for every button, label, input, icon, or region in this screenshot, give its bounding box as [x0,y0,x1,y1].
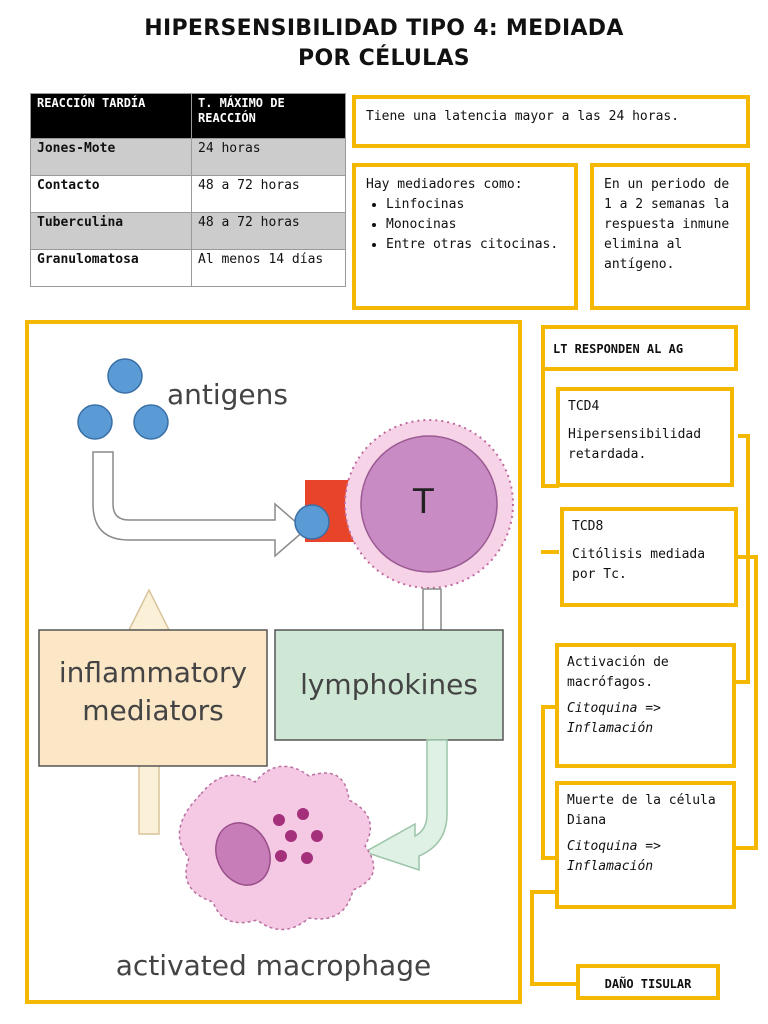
mediators-line: mediators [82,694,224,727]
t-cell-nucleus [360,435,498,573]
tcd4-box: TCD4 Hipersensibilidad retardada. [556,387,734,487]
flow-connector [754,555,758,850]
target-death-text: Muerte de la célula Diana [567,793,716,828]
list-item: Linfocinas [386,195,564,215]
reaction-table: REACCIÓN TARDÍA T. MÁXIMO DE REACCIÓN Jo… [30,93,346,287]
flow-connector [530,890,558,894]
inflammatory-line: inflammatory [58,656,248,689]
table-row: Granulomatosa Al menos 14 días [30,249,346,287]
macrophage-activation-box: Activación de macrófagos. Citoquina => I… [555,643,736,768]
type4-figure: antigens T inflammatory mediators lympho… [25,320,522,1004]
header-max-time: T. MÁXIMO DE REACCIÓN [191,93,346,139]
list-item: Monocinas [386,215,564,235]
latency-box: Tiene una latencia mayor a las 24 horas. [352,95,750,148]
flow-connector [541,705,555,709]
figure-drawing [38,358,514,931]
table-row: Jones-Mote 24 horas [30,138,346,176]
macrophage-activation-text: Activación de macrófagos. [567,655,669,690]
table-row: Contacto 48 a 72 horas [30,175,346,213]
flow-connector [738,555,758,559]
granule-dot [275,850,287,862]
flow-connector [541,368,545,488]
macrophage-icon [178,765,375,931]
flow-connector [736,680,750,684]
t-cell-label: T [413,482,434,522]
antigen-dot [77,404,113,440]
table-row: Tuberculina 48 a 72 horas [30,212,346,250]
flow-connector [530,890,534,986]
mediators-list: Linfocinas Monocinas Entre otras citocin… [366,195,564,255]
flow-connector [541,550,545,554]
antigen-dot [133,404,169,440]
lymphokines-box [274,629,504,741]
macrophage-cytokine-text: Citoquina => Inflamación [567,701,661,736]
granule-dot [273,814,285,826]
reaction-name: Granulomatosa [30,249,192,287]
flow-connector [541,856,555,860]
flow-connector [736,846,758,850]
target-death-cytokine-text: Citoquina => Inflamación [567,839,661,874]
antigens-label: antigens [167,378,288,411]
tcd4-title: TCD4 [568,399,600,414]
flow-connector [541,484,559,488]
tcd8-title: TCD8 [572,519,604,534]
granule-dot [285,830,297,842]
page-title: HIPERSENSIBILIDAD TIPO 4: MEDIADA POR CÉ… [0,14,768,74]
inflammatory-mediators-box [38,629,268,767]
granule-dot [297,808,309,820]
t-cell-connector [422,588,442,633]
flow-connector [530,982,578,986]
lymphokines-label: lymphokines [300,668,478,701]
reaction-time: 48 a 72 horas [191,212,346,250]
reaction-name: Jones-Mote [30,138,192,176]
macrophage-label: activated macrophage [115,949,432,982]
reaction-name: Tuberculina [30,212,192,250]
period-box: En un periodo de 1 a 2 semanas la respue… [590,163,750,310]
title-line-1: HIPERSENSIBILIDAD TIPO 4: MEDIADA [144,16,624,41]
macrophage-nucleus [215,822,271,886]
mediators-box: Hay mediadores como: Linfocinas Monocina… [352,163,578,310]
lt-respond-box: LT RESPONDEN AL AG [541,325,738,371]
down-arrow [363,739,448,872]
inflammatory-label: inflammatory mediators [39,654,267,730]
reaction-time: 24 horas [191,138,346,176]
header-reaction: REACCIÓN TARDÍA [30,93,192,139]
granule-dot [301,852,313,864]
latency-text: Tiene una latencia mayor a las 24 horas. [366,109,680,124]
target-death-box: Muerte de la célula Diana Citoquina => I… [555,781,736,909]
mediators-intro: Hay mediadores como: [366,177,523,192]
flow-connector [541,705,545,860]
antigen-arrow [92,451,307,558]
period-text: En un periodo de 1 a 2 semanas la respue… [604,177,730,272]
granule-dot [311,830,323,842]
bound-antigen-dot [294,504,330,540]
tcd8-box: TCD8 Citólisis mediada por Tc. [560,507,738,607]
tissue-damage-label: DAÑO TISULAR [604,977,692,991]
flow-connector [541,550,559,554]
reaction-time: 48 a 72 horas [191,175,346,213]
flow-connector [746,434,750,684]
tcd4-text: Hipersensibilidad retardada. [568,427,702,462]
antigen-dot [107,358,143,394]
tissue-damage-box: DAÑO TISULAR [576,964,720,1000]
list-item: Entre otras citocinas. [386,235,564,255]
lt-respond-label: LT RESPONDEN AL AG [553,342,684,356]
tcd8-text: Citólisis mediada por Tc. [572,547,706,582]
title-line-2: POR CÉLULAS [298,46,470,71]
reaction-name: Contacto [30,175,192,213]
flow-connector [738,434,750,438]
table-header-row: REACCIÓN TARDÍA T. MÁXIMO DE REACCIÓN [30,93,346,139]
reaction-time: Al menos 14 días [191,249,346,287]
